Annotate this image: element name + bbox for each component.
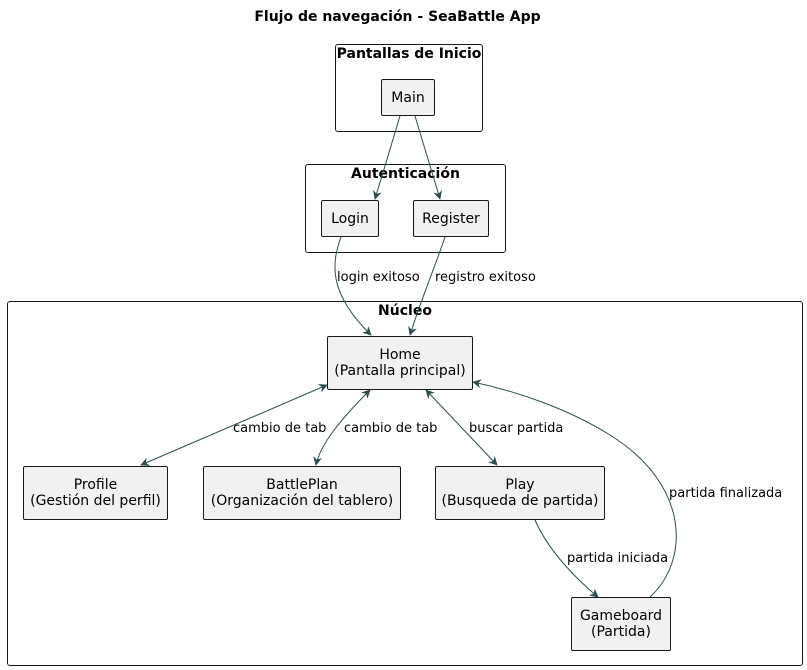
node-gameboard-label: Gameboard (Partida) [579,608,663,640]
edge-home-battleplan [313,389,371,466]
node-register-label: Register [422,210,480,227]
node-profile: Profile (Gestión del perfil) [23,466,168,520]
node-battleplan: BattlePlan (Organización del tablero) [203,466,401,520]
edge-label-login-exitoso: login exitoso [337,270,420,285]
node-play-label: Play (Busqueda de partida) [441,477,599,509]
edge-label-buscar-partida: buscar partida [469,421,564,436]
package-inicio: Pantallas de Inicio [335,44,483,132]
edge-label-partida-finalizada: partida finalizada [669,486,783,501]
node-main: Main [381,79,435,116]
edge-label-battleplan-cambio-de-tab: cambio de tab [344,421,438,436]
node-home-label: Home (Pantalla principal) [334,347,466,379]
package-nucleo-label: Núcleo [378,303,432,319]
node-main-label: Main [391,89,425,106]
node-battleplan-label: BattlePlan (Organización del tablero) [210,477,394,509]
edge-label-profile-cambio-de-tab: cambio de tab [233,421,327,436]
edge-register-home [408,236,446,336]
node-profile-label: Profile (Gestión del perfil) [30,477,161,509]
node-gameboard: Gameboard (Partida) [571,597,671,651]
edge-gameboard-home [472,379,677,598]
node-login: Login [321,200,379,237]
node-home: Home (Pantalla principal) [327,336,473,390]
package-inicio-label: Pantallas de Inicio [336,46,482,62]
edge-home-play [425,389,498,466]
edge-main-login [373,115,401,200]
edge-label-partida-iniciada: partida iniciada [567,551,669,566]
package-autenticacion-label: Autenticación [351,166,460,182]
package-nucleo: Núcleo [7,301,803,666]
node-play: Play (Busqueda de partida) [435,466,605,520]
edge-label-registro-exitoso: registro exitoso [435,270,536,285]
edge-main-register [414,115,442,200]
node-login-label: Login [331,210,369,227]
edge-login-home [334,236,372,336]
node-register: Register [413,200,489,237]
edge-play-gameboard [534,519,599,598]
diagram-title: Flujo de navegación - SeaBattle App [254,9,541,25]
package-autenticacion: Autenticación [305,164,506,253]
edge-home-profile [140,384,328,466]
